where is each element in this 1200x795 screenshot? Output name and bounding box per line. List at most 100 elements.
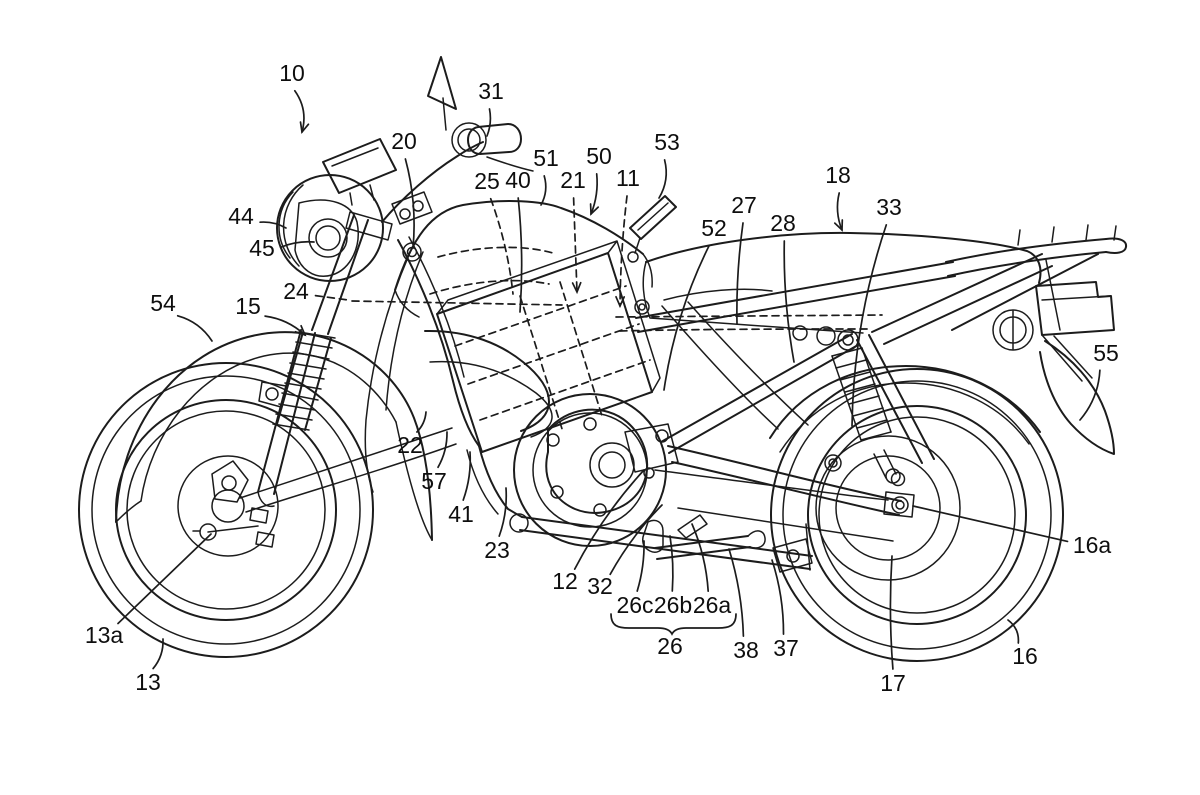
ref-number-31: 31 [478, 78, 504, 104]
line-art [78, 56, 1128, 662]
ref-label-20: 20 [391, 128, 417, 249]
ref-label-23: 23 [484, 487, 510, 563]
leader-line-13a [117, 533, 212, 625]
ref-number-18: 18 [825, 162, 851, 188]
leader-arrowhead-18 [833, 219, 844, 232]
front-wheel [78, 362, 457, 658]
front-fork [257, 211, 422, 508]
leader-arrowhead-11 [615, 295, 626, 309]
ref-label-53: 53 [654, 129, 680, 199]
ref-label-26a: 26a [691, 523, 732, 618]
ref-number-57: 57 [421, 468, 447, 494]
ref-label-26b: 26b [654, 535, 692, 618]
leader-line-10 [293, 89, 305, 133]
ref-number-52: 52 [701, 215, 727, 241]
ref-number-26b: 26b [654, 592, 692, 618]
leader-line-26a [691, 523, 710, 593]
leader-line-11 [619, 195, 628, 307]
leader-line-12 [573, 469, 645, 570]
ref-number-17: 17 [880, 670, 906, 696]
leader-line-27 [736, 222, 744, 325]
ref-number-26: 26 [657, 633, 683, 659]
rear-wheel [770, 368, 1064, 662]
rear-rack [871, 224, 1128, 345]
ref-number-20: 20 [391, 128, 417, 154]
ref-number-55: 55 [1093, 340, 1119, 366]
ref-label-38: 38 [728, 548, 759, 663]
ref-label-31: 31 [478, 78, 504, 137]
leader-line-23 [498, 487, 508, 537]
leader-arrowhead-21 [571, 281, 582, 295]
ref-label-10: 10 [279, 60, 310, 134]
ref-label-28: 28 [770, 210, 796, 363]
headlight [276, 174, 384, 282]
leader-arrowhead-10 [299, 121, 310, 134]
ref-label-33: 33 [851, 194, 902, 427]
leader-line-31 [486, 108, 492, 137]
ref-number-21: 21 [560, 167, 586, 193]
leader-line-45 [280, 240, 315, 248]
leader-line-17 [889, 555, 894, 670]
ref-label-32: 32 [587, 504, 663, 599]
motor-unit [513, 393, 667, 547]
tank-cover [394, 200, 653, 318]
ref-label-17: 17 [880, 555, 906, 696]
ref-label-52: 52 [663, 215, 727, 391]
ref-label-51: 51 [533, 145, 559, 206]
leader-line-51 [540, 175, 547, 206]
ref-number-16: 16 [1012, 643, 1038, 669]
ref-label-12: 12 [552, 469, 645, 594]
ref-label-15: 15 [235, 293, 307, 337]
ref-number-22: 22 [397, 432, 423, 458]
ref-label-18: 18 [825, 162, 851, 232]
ref-number-26c: 26c [616, 592, 653, 618]
ref-label-57: 57 [421, 431, 448, 494]
ref-number-38: 38 [733, 637, 759, 663]
leader-line-50 [590, 173, 598, 215]
ref-label-13: 13 [135, 638, 164, 695]
ref-number-41: 41 [448, 501, 474, 527]
leader-line-24 [314, 294, 349, 301]
leader-line-32 [609, 504, 663, 576]
ref-number-11: 11 [616, 165, 640, 191]
ref-number-40: 40 [505, 167, 531, 193]
ref-number-33: 33 [876, 194, 902, 220]
ref-number-25: 25 [474, 168, 500, 194]
leader-line-44 [259, 221, 287, 229]
front-fender [115, 331, 433, 541]
ref-label-16a: 16a [912, 505, 1111, 558]
leader-line-16a [912, 505, 1069, 543]
leader-line-21 [572, 197, 578, 293]
ref-number-45: 45 [249, 235, 275, 261]
battery-box [436, 240, 661, 453]
leader-line-26b [669, 535, 674, 592]
group-brace-26 [610, 613, 737, 636]
ref-number-28: 28 [770, 210, 796, 236]
instrument-cluster [322, 138, 397, 206]
ref-label-24: 24 [283, 278, 349, 304]
rear-fender-inner [769, 365, 1041, 453]
leader-line-22 [416, 411, 427, 433]
ref-number-26a: 26a [693, 592, 732, 618]
leader-line-26c [636, 540, 645, 592]
leader-arrowhead-50 [589, 203, 600, 216]
ref-label-26: 26 [657, 633, 683, 659]
footrest-bar [509, 513, 813, 570]
leader-line-15 [264, 315, 306, 336]
ref-number-37: 37 [773, 635, 799, 661]
ref-number-13: 13 [135, 669, 161, 695]
leader-line-41 [462, 451, 472, 501]
leader-line-25 [489, 197, 514, 295]
ref-label-37: 37 [771, 559, 799, 661]
ref-number-53: 53 [654, 129, 680, 155]
leader-arrowhead-15 [294, 324, 307, 337]
leader-line-52 [663, 244, 711, 391]
ref-number-10: 10 [279, 60, 305, 86]
ref-label-40: 40 [505, 167, 531, 313]
leader-line-40 [517, 197, 523, 313]
ref-label-50: 50 [586, 143, 612, 216]
leader-line-37 [771, 559, 785, 635]
ref-number-50: 50 [586, 143, 612, 169]
turn-signal [627, 195, 677, 263]
